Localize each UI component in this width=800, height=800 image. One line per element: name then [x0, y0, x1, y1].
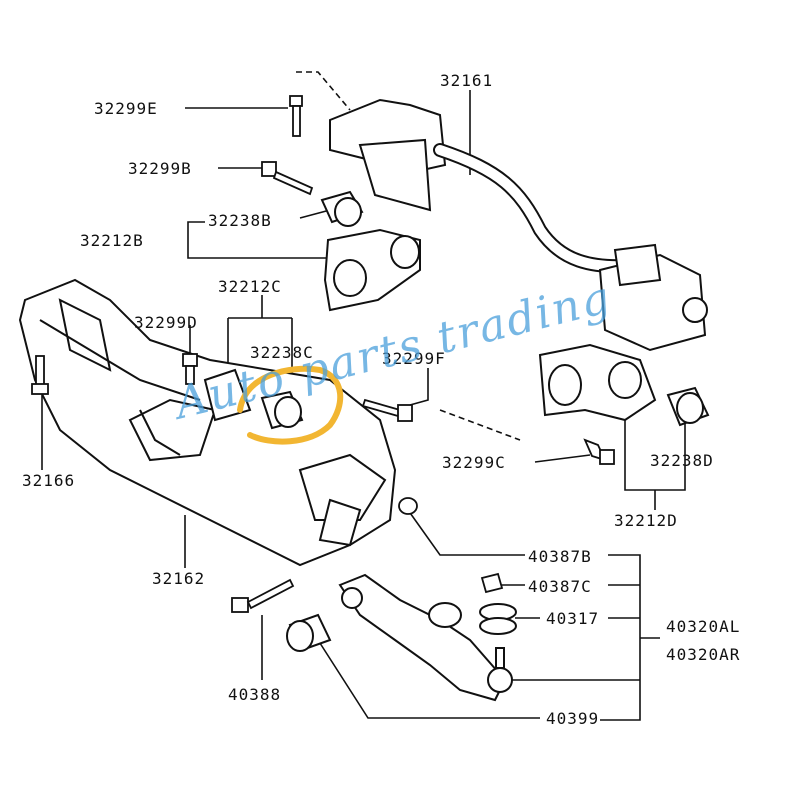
label-40387B: 40387B [528, 547, 592, 566]
nut-40387B [398, 497, 418, 515]
bolt-32299F [361, 398, 413, 422]
leader-40387B [407, 509, 525, 556]
bolt-40388 [231, 578, 295, 613]
label-32238B: 32238B [208, 211, 272, 230]
label-32212C: 32212C [218, 277, 282, 296]
cushion-40317 [479, 603, 517, 635]
label-32166: 32166 [22, 471, 76, 490]
bracket-32212C [227, 295, 293, 395]
label-32238C: 32238C [250, 343, 314, 362]
nut-40387C [480, 572, 504, 594]
label-40387C: 40387C [528, 577, 592, 596]
label-32299E: 32299E [94, 99, 158, 118]
label-32299F: 32299F [382, 349, 446, 368]
highlight-circle [237, 365, 344, 445]
leader-40399 [317, 639, 540, 719]
lower-arm-40320 [338, 573, 513, 702]
bracket-40320 [510, 554, 660, 721]
label-40320AL: 40320AL [666, 617, 741, 636]
label-32212D: 32212D [614, 511, 678, 530]
label-32161: 32161 [440, 71, 494, 90]
label-32162: 32162 [152, 569, 206, 588]
leader-32238B [299, 209, 331, 219]
label-40317: 40317 [546, 609, 600, 628]
bolt-32166 [31, 355, 49, 395]
bracket-32212B [187, 221, 330, 259]
label-32238D: 32238D [650, 451, 714, 470]
bolt-32299B [261, 161, 314, 196]
leader-32299F [409, 368, 429, 406]
label-40399: 40399 [546, 709, 600, 728]
bracket-32212D [538, 343, 657, 422]
bushing-40399 [286, 613, 332, 652]
bolt-32299D [182, 353, 198, 385]
bracket-32212D [624, 418, 686, 510]
label-40388: 40388 [228, 685, 282, 704]
crossmember-32162 [18, 278, 397, 567]
label-32299C: 32299C [442, 453, 506, 472]
label-40320AR: 40320AR [666, 645, 741, 664]
label-32299B: 32299B [128, 159, 192, 178]
bolt-32299E [289, 95, 303, 137]
leader-dash-mid [439, 409, 521, 441]
bolt-32299C [583, 438, 615, 465]
label-32212B: 32212B [80, 231, 144, 250]
bushing-32238D [666, 386, 710, 427]
label-32299D: 32299D [134, 313, 198, 332]
bracket-32212B [323, 228, 421, 312]
bushing-32238C [260, 390, 304, 430]
bushing-32238B [320, 190, 364, 227]
leader-32299C [534, 454, 591, 463]
leader-dash-top [296, 71, 351, 111]
stabilizer-bar [329, 98, 708, 352]
